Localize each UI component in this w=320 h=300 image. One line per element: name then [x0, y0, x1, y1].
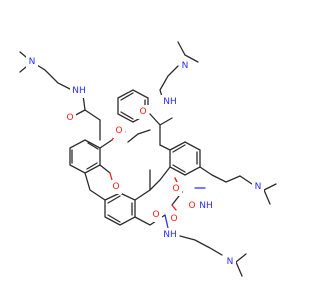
- ether-oxygen-label: O: [115, 126, 122, 136]
- amine-nitrogen-label: N: [29, 57, 36, 67]
- ether-oxygen-label: O: [152, 210, 159, 220]
- amide-nh-label: NH: [72, 86, 86, 96]
- carbonyl-oxygen-label: O: [139, 107, 146, 117]
- amine-nitrogen-label: N: [182, 61, 189, 71]
- amine-nitrogen-label: N: [227, 257, 234, 267]
- molecule-structure: N NH O N NH O O O O O N NH O O NH: [0, 0, 300, 300]
- atom-labels: N NH O N NH O O O O O N NH O O NH: [26, 55, 264, 269]
- amide-nh-label: NH: [163, 97, 177, 107]
- ether-oxygen-label: O: [112, 182, 119, 192]
- amide-nh-label: NH: [199, 201, 213, 211]
- amide-nh-label: NH: [163, 230, 177, 240]
- carbonyl-oxygen-label: O: [66, 113, 73, 123]
- ether-oxygen-label: O: [172, 184, 179, 194]
- carbonyl-oxygen-label: O: [188, 201, 195, 211]
- amine-nitrogen-label: N: [255, 182, 262, 192]
- canvas-background: [0, 0, 300, 300]
- carbonyl-oxygen-label: O: [170, 214, 177, 224]
- carbon-bonds: [19, 41, 277, 277]
